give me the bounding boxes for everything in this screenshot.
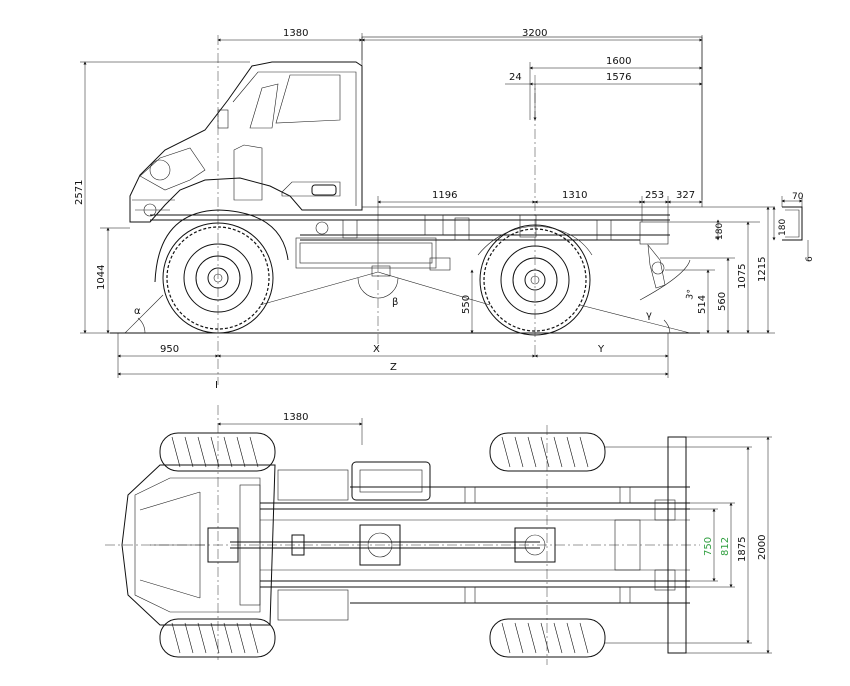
approach-angle-line	[124, 294, 164, 334]
angle-gamma: γ	[646, 310, 652, 321]
top-dimensions	[217, 33, 703, 262]
cab-side	[129, 61, 363, 223]
top-view: 1380	[105, 405, 772, 665]
profile-6: 6	[805, 256, 815, 262]
dim-1310: 1310	[562, 190, 587, 201]
angle-alpha: α	[134, 306, 141, 317]
dim-253: 253	[645, 190, 664, 201]
dim-560: 560	[717, 292, 728, 311]
chassis-rails-top	[260, 461, 690, 621]
dim-x: X	[373, 344, 380, 355]
dim-1196: 1196	[432, 190, 457, 201]
dim-1875: 1875	[737, 537, 748, 562]
dim-812: 812	[720, 537, 731, 556]
dim-1075: 1075	[737, 264, 748, 289]
rear-bumper-top	[667, 436, 687, 654]
front-tyres-top	[159, 432, 276, 658]
marker-i: I	[215, 380, 218, 391]
angle-beta: β	[392, 297, 398, 308]
dim-2000: 2000	[757, 535, 768, 560]
dim-z: Z	[390, 362, 397, 373]
rear-tyres-top	[489, 425, 606, 665]
dim-1380-top: 1380	[283, 412, 308, 423]
dim-1600: 1600	[606, 56, 631, 67]
left-dimensions	[80, 61, 250, 334]
dim-1215: 1215	[757, 257, 768, 282]
side-view: 1380 3200 1600 24 1576 1196 1310 253 327…	[74, 28, 815, 391]
right-dimensions	[470, 206, 775, 334]
profile-70: 70	[792, 192, 804, 202]
profile-180: 180	[778, 219, 788, 236]
front-wheel-side	[154, 209, 289, 334]
cab-top	[121, 464, 276, 626]
departure-angle-line	[579, 304, 691, 334]
angle-3deg: 3°	[685, 289, 697, 301]
profile-detail	[772, 196, 809, 258]
cargo-box-outline	[361, 36, 703, 208]
dim-2571: 2571	[74, 180, 85, 205]
driveline	[207, 524, 556, 566]
dim-y: Y	[597, 344, 605, 355]
top-right-dimensions	[605, 436, 772, 654]
dim-750: 750	[703, 537, 714, 556]
dim-1044: 1044	[96, 265, 107, 290]
dim-327: 327	[676, 190, 695, 201]
dim-1380-side: 1380	[283, 28, 308, 39]
dim-550: 550	[461, 295, 472, 314]
dim-24: 24	[509, 72, 522, 83]
dim-514: 514	[697, 295, 708, 314]
dim-3200: 3200	[522, 28, 547, 39]
dim-180-frame: 180	[715, 223, 725, 240]
bottom-dimensions	[117, 333, 669, 378]
dim-950: 950	[160, 344, 179, 355]
dim-1576: 1576	[606, 72, 631, 83]
